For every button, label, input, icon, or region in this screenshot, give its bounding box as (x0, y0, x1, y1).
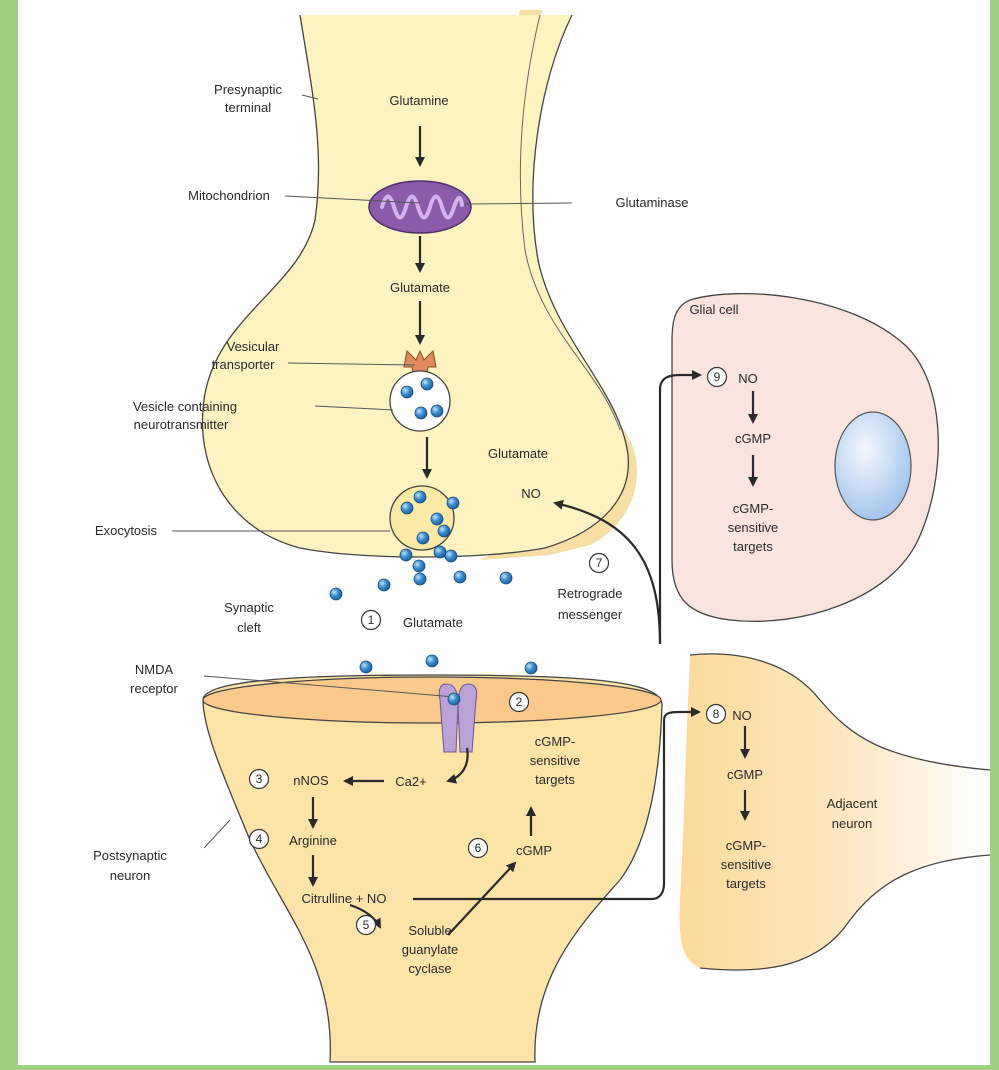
glutamate-molecule (434, 546, 446, 558)
glutamate-molecule (454, 571, 466, 583)
glutamate-molecule (431, 513, 443, 525)
adjacent-neuron-label: Adjacent (827, 796, 878, 811)
step-number: 5 (363, 918, 370, 932)
glial-targets-label-2: sensitive (728, 520, 779, 535)
glutamate-molecule (401, 386, 413, 398)
soluble-guanylate-cyclase-label-3: cyclase (408, 961, 451, 976)
synaptic-cleft-label-2: cleft (237, 620, 261, 635)
glutamate-molecule (401, 502, 413, 514)
step-number: 9 (714, 370, 721, 384)
ca2-label: Ca2+ (395, 774, 426, 789)
step-marker-9: 9 (708, 368, 727, 387)
vesicular-transporter-label-2: transporter (212, 357, 276, 372)
retrograde-messenger-label-2: messenger (558, 607, 623, 622)
step-marker-5: 5 (357, 916, 376, 935)
step-marker-2: 2 (510, 693, 529, 712)
glutamate-molecule (360, 661, 372, 673)
step-number: 6 (475, 841, 482, 855)
mitochondrion-label: Mitochondrion (188, 188, 270, 203)
glutamate-molecule (417, 532, 429, 544)
glutamate-molecule (500, 572, 512, 584)
glutamate-right-label: Glutamate (488, 446, 548, 461)
step-marker-7: 7 (590, 554, 609, 573)
glutaminase-label: Glutaminase (616, 195, 689, 210)
glutamate-molecule (445, 550, 457, 562)
glutamate-cleft-label: Glutamate (403, 615, 463, 630)
glutamate-molecule (438, 525, 450, 537)
vesicle (390, 371, 450, 431)
soluble-guanylate-cyclase-label: Soluble (408, 923, 451, 938)
step-number: 2 (516, 695, 523, 709)
glutamate-molecule (413, 560, 425, 572)
glial-no-label: NO (738, 371, 758, 386)
nmda-receptor-label-2: receptor (130, 681, 178, 696)
glial-targets-label: cGMP- (733, 501, 773, 516)
glutamate-molecule (426, 655, 438, 667)
postsynaptic-density (203, 677, 661, 723)
citrulline-no-label: Citrulline + NO (302, 891, 387, 906)
vesicular-transporter-label: Vesicular (227, 339, 280, 354)
cgmp-targets-post-label-3: targets (535, 772, 575, 787)
glutamate-molecule (400, 549, 412, 561)
soluble-guanylate-cyclase-label-2: guanylate (402, 942, 458, 957)
presynaptic-terminal-label-2: terminal (225, 100, 271, 115)
postsynaptic-neuron-label-2: neuron (110, 868, 150, 883)
cgmp-targets-post-label-2: sensitive (530, 753, 581, 768)
glutamine-label: Glutamine (389, 93, 448, 108)
step-marker-6: 6 (469, 839, 488, 858)
nnos-label: nNOS (293, 773, 329, 788)
glutamate-molecule (448, 693, 460, 705)
glutamate-molecule (525, 662, 537, 674)
glial-nucleus (835, 412, 911, 520)
glial-cell-label: Glial cell (689, 302, 738, 317)
glutamate-molecule (447, 497, 459, 509)
vesicle-label: Vesicle containing (133, 399, 237, 414)
glutamate-molecule (414, 573, 426, 585)
postsynaptic-neuron-label: Postsynaptic (93, 848, 167, 863)
cgmp-post-label: cGMP (516, 843, 552, 858)
arginine-label: Arginine (289, 833, 337, 848)
adjacent-no-label: NO (732, 708, 752, 723)
glutamate-molecule (431, 405, 443, 417)
adjacent-cgmp-label: cGMP (727, 767, 763, 782)
glutamate-molecule (414, 491, 426, 503)
glutamate-molecule (421, 378, 433, 390)
adjacent-targets-label-3: targets (726, 876, 766, 891)
glial-cgmp-label: cGMP (735, 431, 771, 446)
mitochondrion (369, 181, 471, 233)
nmda-receptor-label: NMDA (135, 662, 174, 677)
exocytosis-label: Exocytosis (95, 523, 158, 538)
glutamate-molecule (378, 579, 390, 591)
adjacent-neuron-label-2: neuron (832, 816, 872, 831)
glial-targets-label-3: targets (733, 539, 773, 554)
step-marker-4: 4 (250, 830, 269, 849)
glutamate-top-label: Glutamate (390, 280, 450, 295)
glutamate-molecule (330, 588, 342, 600)
step-number: 1 (368, 613, 375, 627)
step-marker-3: 3 (250, 770, 269, 789)
cgmp-targets-post-label: cGMP- (535, 734, 575, 749)
adjacent-targets-label: cGMP- (726, 838, 766, 853)
step-number: 3 (256, 772, 263, 786)
step-marker-1: 1 (362, 611, 381, 630)
adjacent-targets-label-2: sensitive (721, 857, 772, 872)
step-number: 7 (596, 556, 603, 570)
vesicle-label-2: neurotransmitter (134, 417, 229, 432)
presynaptic-terminal-label: Presynaptic (214, 82, 282, 97)
glutamate-molecule (415, 407, 427, 419)
step-number: 4 (256, 832, 263, 846)
no-presynaptic-label: NO (521, 486, 541, 501)
step-marker-8: 8 (707, 705, 726, 724)
step-number: 8 (713, 707, 720, 721)
retrograde-messenger-label: Retrograde (557, 586, 622, 601)
synaptic-cleft-label: Synaptic (224, 600, 274, 615)
